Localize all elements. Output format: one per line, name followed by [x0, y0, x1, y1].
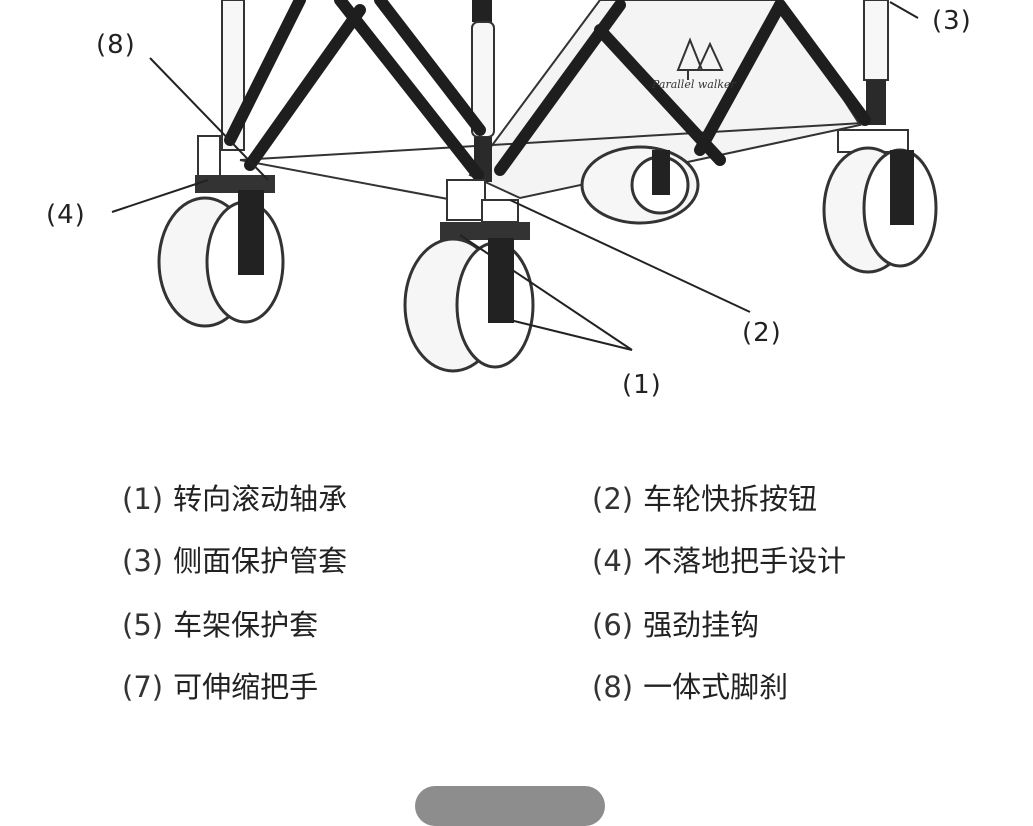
legend-label: 不落地把手设计 [643, 544, 847, 578]
legend-item-3: (3) 侧面保护管套 [122, 538, 347, 580]
cart-illustration: Parallel walker [111, 0, 938, 373]
legend-item-1: (1) 转向滚动轴承 [122, 476, 347, 518]
legend-number: (4) [592, 544, 634, 578]
legend-item-8: (8) 一体式脚刹 [592, 664, 788, 706]
legend-label: 侧面保护管套 [173, 544, 348, 578]
legend-item-4: (4) 不落地把手设计 [592, 538, 846, 580]
callout-8: (8) [96, 30, 136, 60]
legend-number: (8) [592, 670, 634, 704]
legend-number: (1) [122, 482, 164, 516]
callout-1: (1) [622, 370, 662, 400]
brand-text: Parallel walker [651, 78, 737, 91]
cart-diagram: Parallel walker [46, 0, 972, 400]
legend-item-6: (6) 强劲挂钩 [592, 602, 759, 644]
legend-item-5: (5) 车架保护套 [122, 602, 318, 644]
legend-number: (6) [592, 608, 634, 642]
legend-label: 一体式脚刹 [643, 670, 789, 704]
legend-item-7: (7) 可伸缩把手 [122, 664, 318, 706]
callout-4: (4) [46, 200, 86, 230]
legend-number: (5) [122, 608, 164, 642]
wheel-front-left [157, 135, 285, 328]
brand-logo [676, 37, 724, 80]
legend-label: 转向滚动轴承 [173, 482, 348, 516]
side-protection-tube [863, 0, 889, 81]
wheel-back-middle [580, 145, 700, 225]
callout-2: (2) [742, 318, 782, 348]
legend-number: (2) [592, 482, 634, 516]
leader-lines [111, 1, 919, 351]
legend-label: 强劲挂钩 [643, 608, 760, 642]
callout-3: (3) [932, 6, 972, 36]
bottom-pill-button[interactable] [415, 786, 605, 826]
legend-label: 可伸缩把手 [173, 670, 319, 704]
legend-item-2: (2) 车轮快拆按钮 [592, 476, 817, 518]
legend-number: (3) [122, 544, 164, 578]
legend-number: (7) [122, 670, 164, 704]
wheel-back-right [822, 129, 938, 274]
x-frame [224, 0, 871, 181]
wheel-front-middle [403, 179, 535, 373]
legend-label: 车轮快拆按钮 [643, 482, 818, 516]
legend-label: 车架保护套 [173, 608, 319, 642]
